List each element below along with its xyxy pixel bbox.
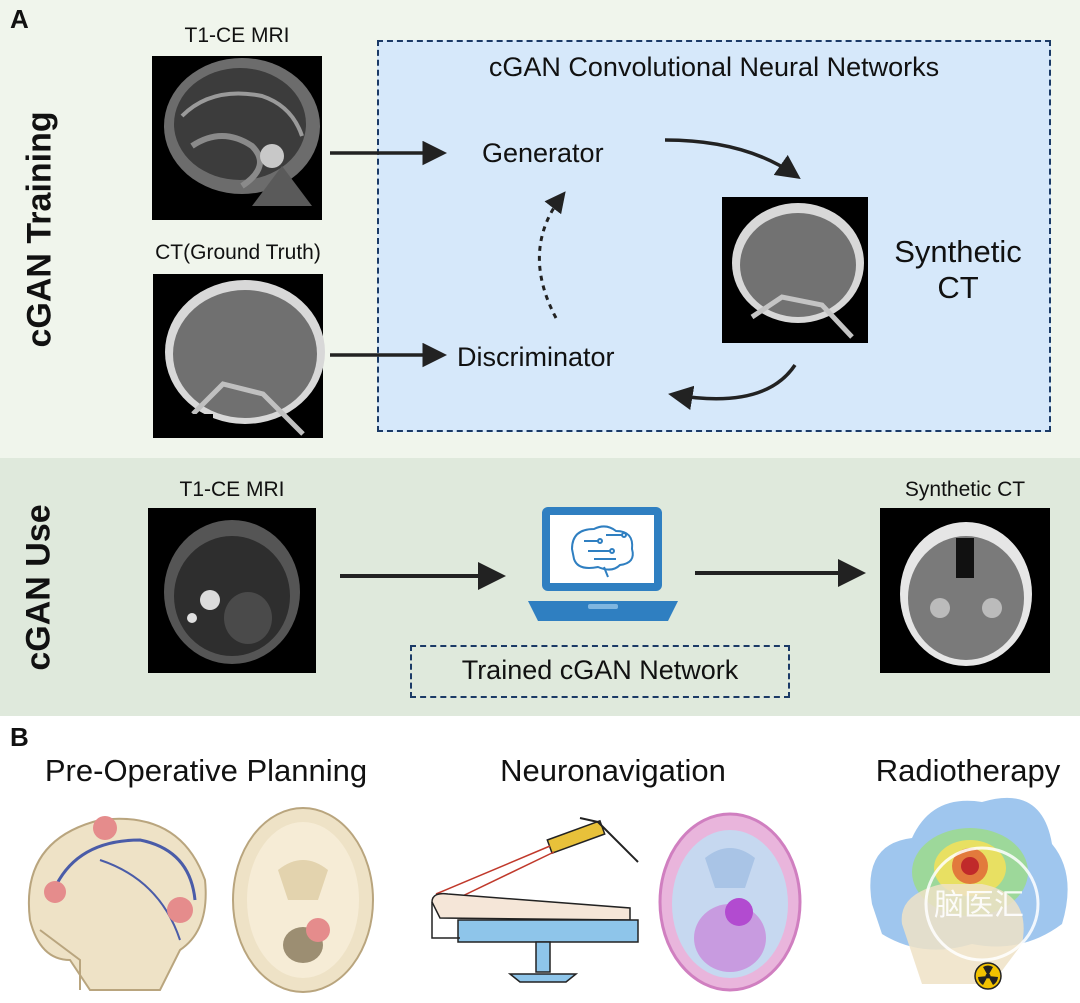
synthetic-to-discriminator-arrow <box>668 364 797 410</box>
radiotherapy-illustration <box>862 784 1080 994</box>
training-mri-image <box>152 56 322 220</box>
synthetic-ct-image <box>722 197 868 343</box>
discriminator-label: Discriminator <box>457 342 615 372</box>
training-ct-caption: CT(Ground Truth) <box>155 241 321 264</box>
generator-label: Generator <box>482 138 604 168</box>
neuronavigation-setup <box>420 812 650 992</box>
trained-network-box <box>410 645 790 698</box>
axial-skull-illustration <box>228 800 378 995</box>
radiation-icon <box>978 965 998 985</box>
synthetic-label-line2: CT <box>937 270 979 305</box>
fused-navigation-scan <box>655 808 805 993</box>
trained-network-label: Trained cGAN Network <box>461 655 739 685</box>
training-mri-caption: T1-CE MRI <box>184 24 290 47</box>
use-mri-image <box>148 508 316 673</box>
network-box <box>377 40 1051 432</box>
panel-a-label: A <box>10 4 29 34</box>
neuronav-title: Neuronavigation <box>500 753 726 788</box>
network-title: cGAN Convolutional Neural Networks <box>488 52 940 82</box>
training-ct-image <box>153 274 325 438</box>
generator-to-synthetic-arrow <box>664 138 801 180</box>
use-synthetic-ct-image <box>880 508 1050 673</box>
laptop-icon <box>528 505 678 623</box>
use-output-caption: Synthetic CT <box>904 478 1026 501</box>
panel-b-label: B <box>10 722 29 752</box>
sagittal-skull-illustration <box>10 800 215 995</box>
radio-title: Radiotherapy <box>875 753 1061 788</box>
synthetic-label-line1: Synthetic <box>894 234 1022 269</box>
use-mri-caption: T1-CE MRI <box>179 478 285 501</box>
watermark-text: 脑医汇 <box>934 888 1024 923</box>
laser-tracker-icon <box>546 817 639 863</box>
pre-op-title: Pre-Operative Planning <box>44 753 368 788</box>
synthetic-ct-label: Synthetic CT <box>872 234 1044 306</box>
brain-circuit-icon <box>570 525 634 578</box>
